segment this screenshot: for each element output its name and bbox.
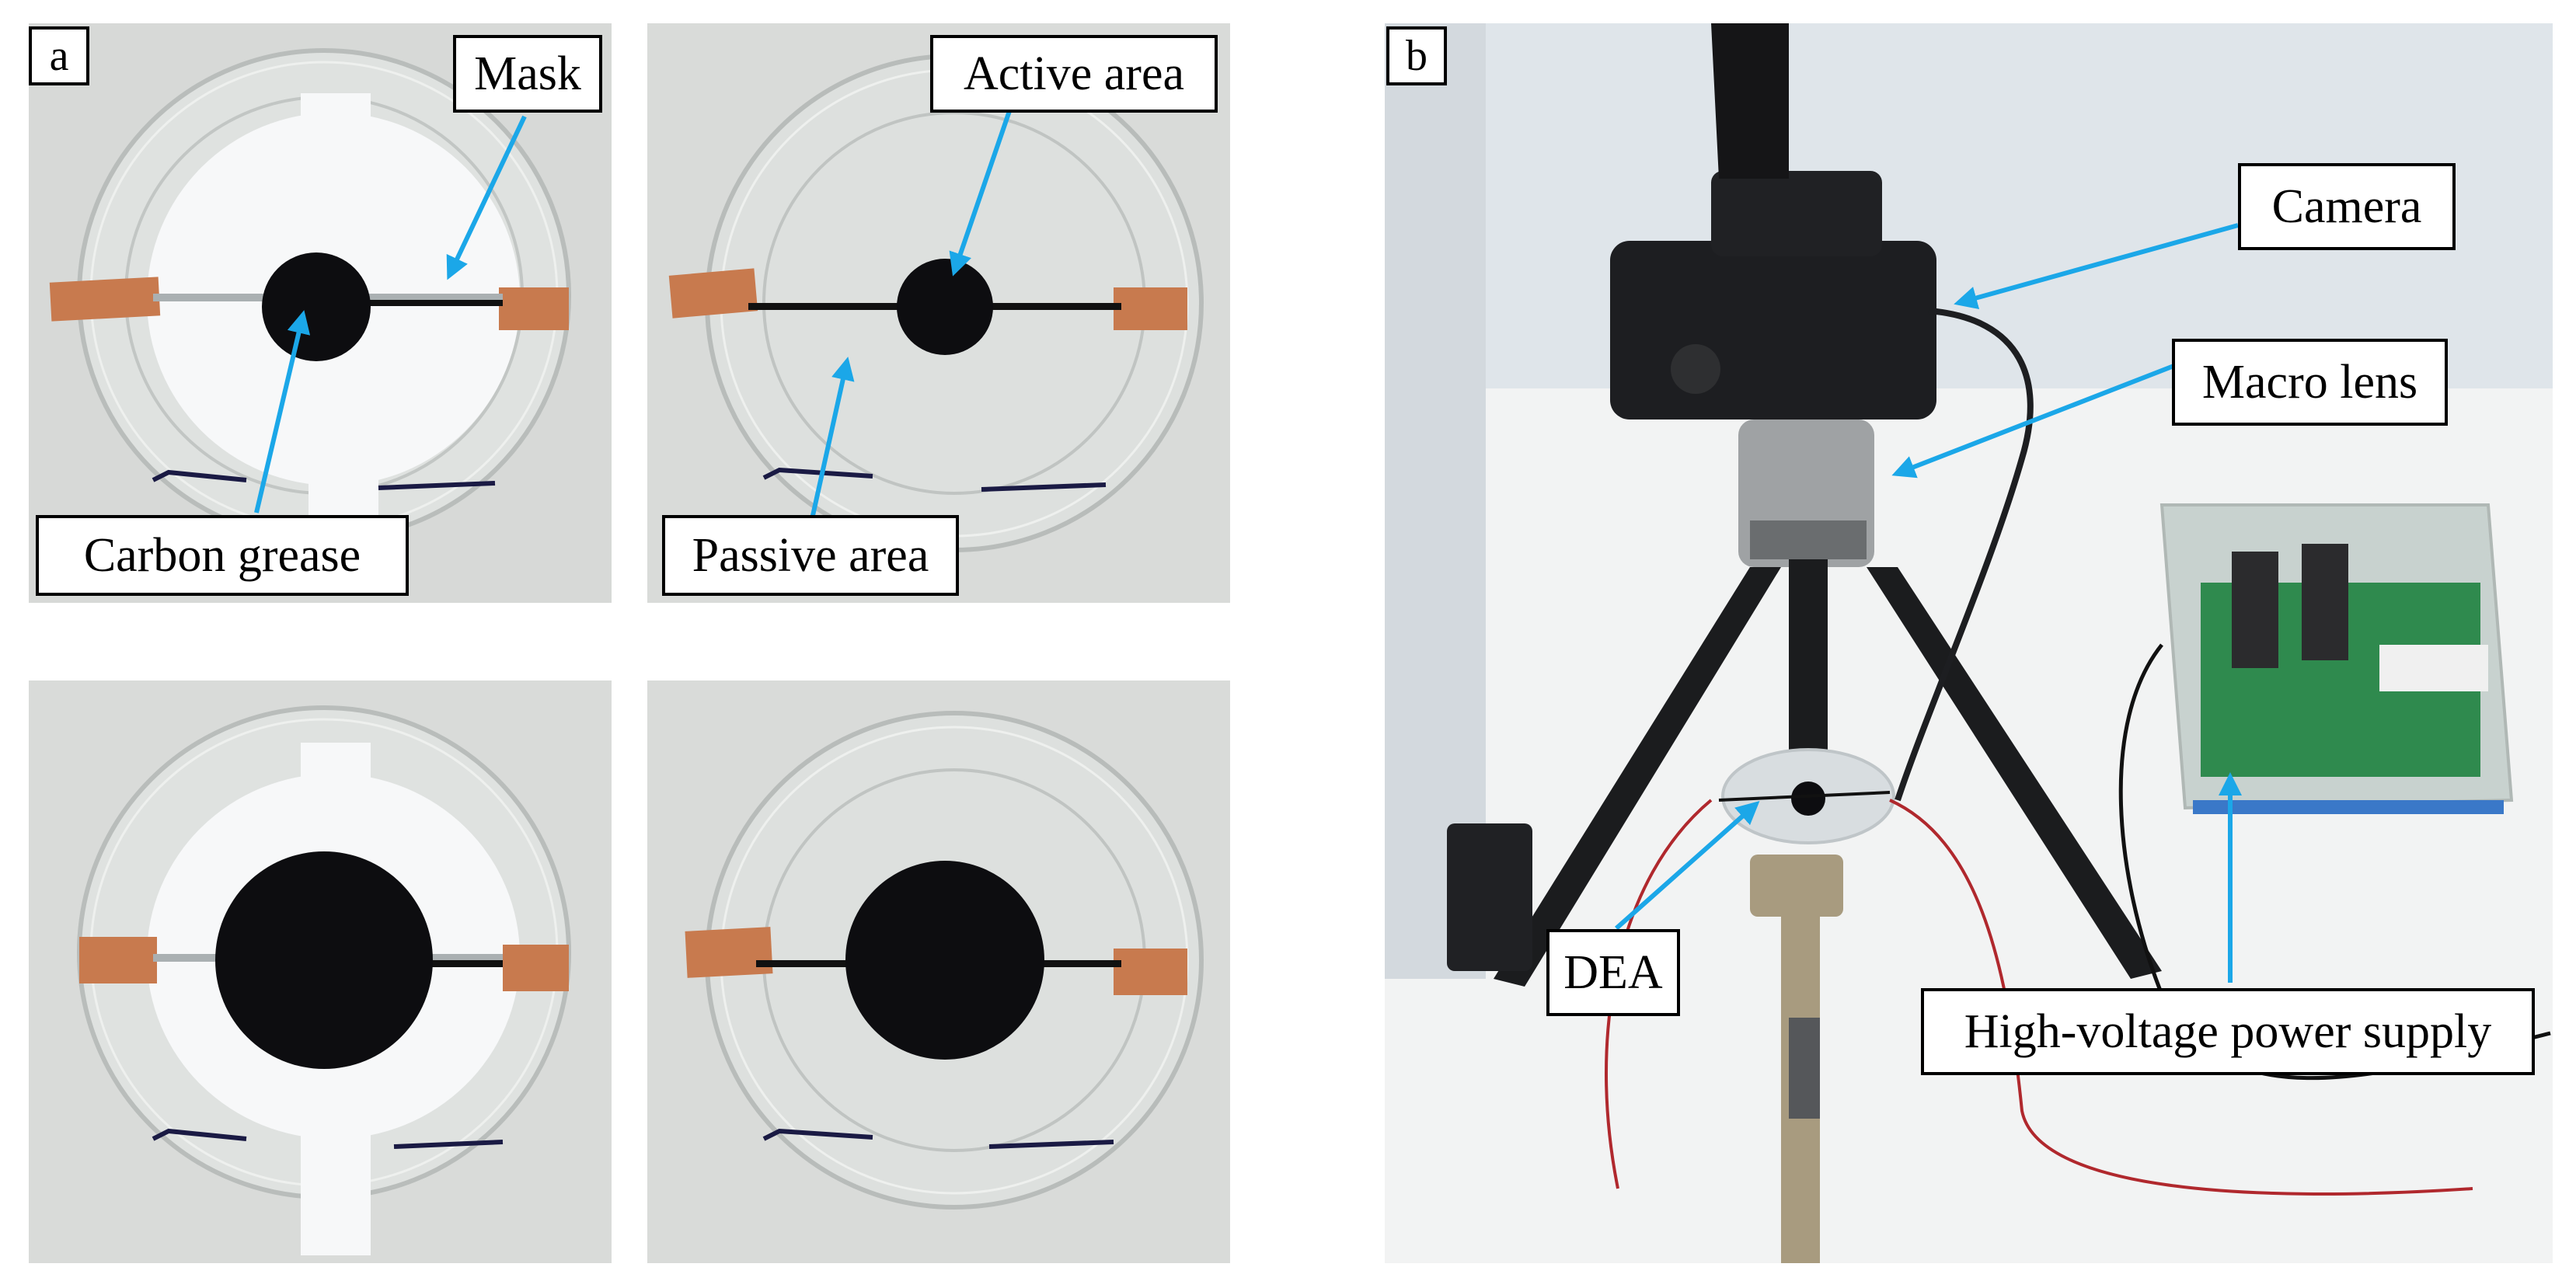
dea-large-mask-with-grease-image [29,681,612,1263]
panel-b-letter: b [1386,26,1447,85]
label-active-area: Active area [930,35,1218,113]
label-high-voltage-power-supply: High-voltage power supply [1921,988,2535,1075]
panel-a-letter: a [29,26,89,85]
photo-a-bottom-left [29,681,612,1263]
photo-a-bottom-right [647,681,1230,1263]
label-mask: Mask [453,35,602,113]
label-macro-lens: Macro lens [2172,339,2448,426]
label-carbon-grease: Carbon grease [36,515,409,596]
label-camera: Camera [2238,163,2456,250]
label-passive-area: Passive area [662,515,959,596]
dea-large-active-area-image [647,681,1230,1263]
label-dea: DEA [1546,929,1680,1016]
